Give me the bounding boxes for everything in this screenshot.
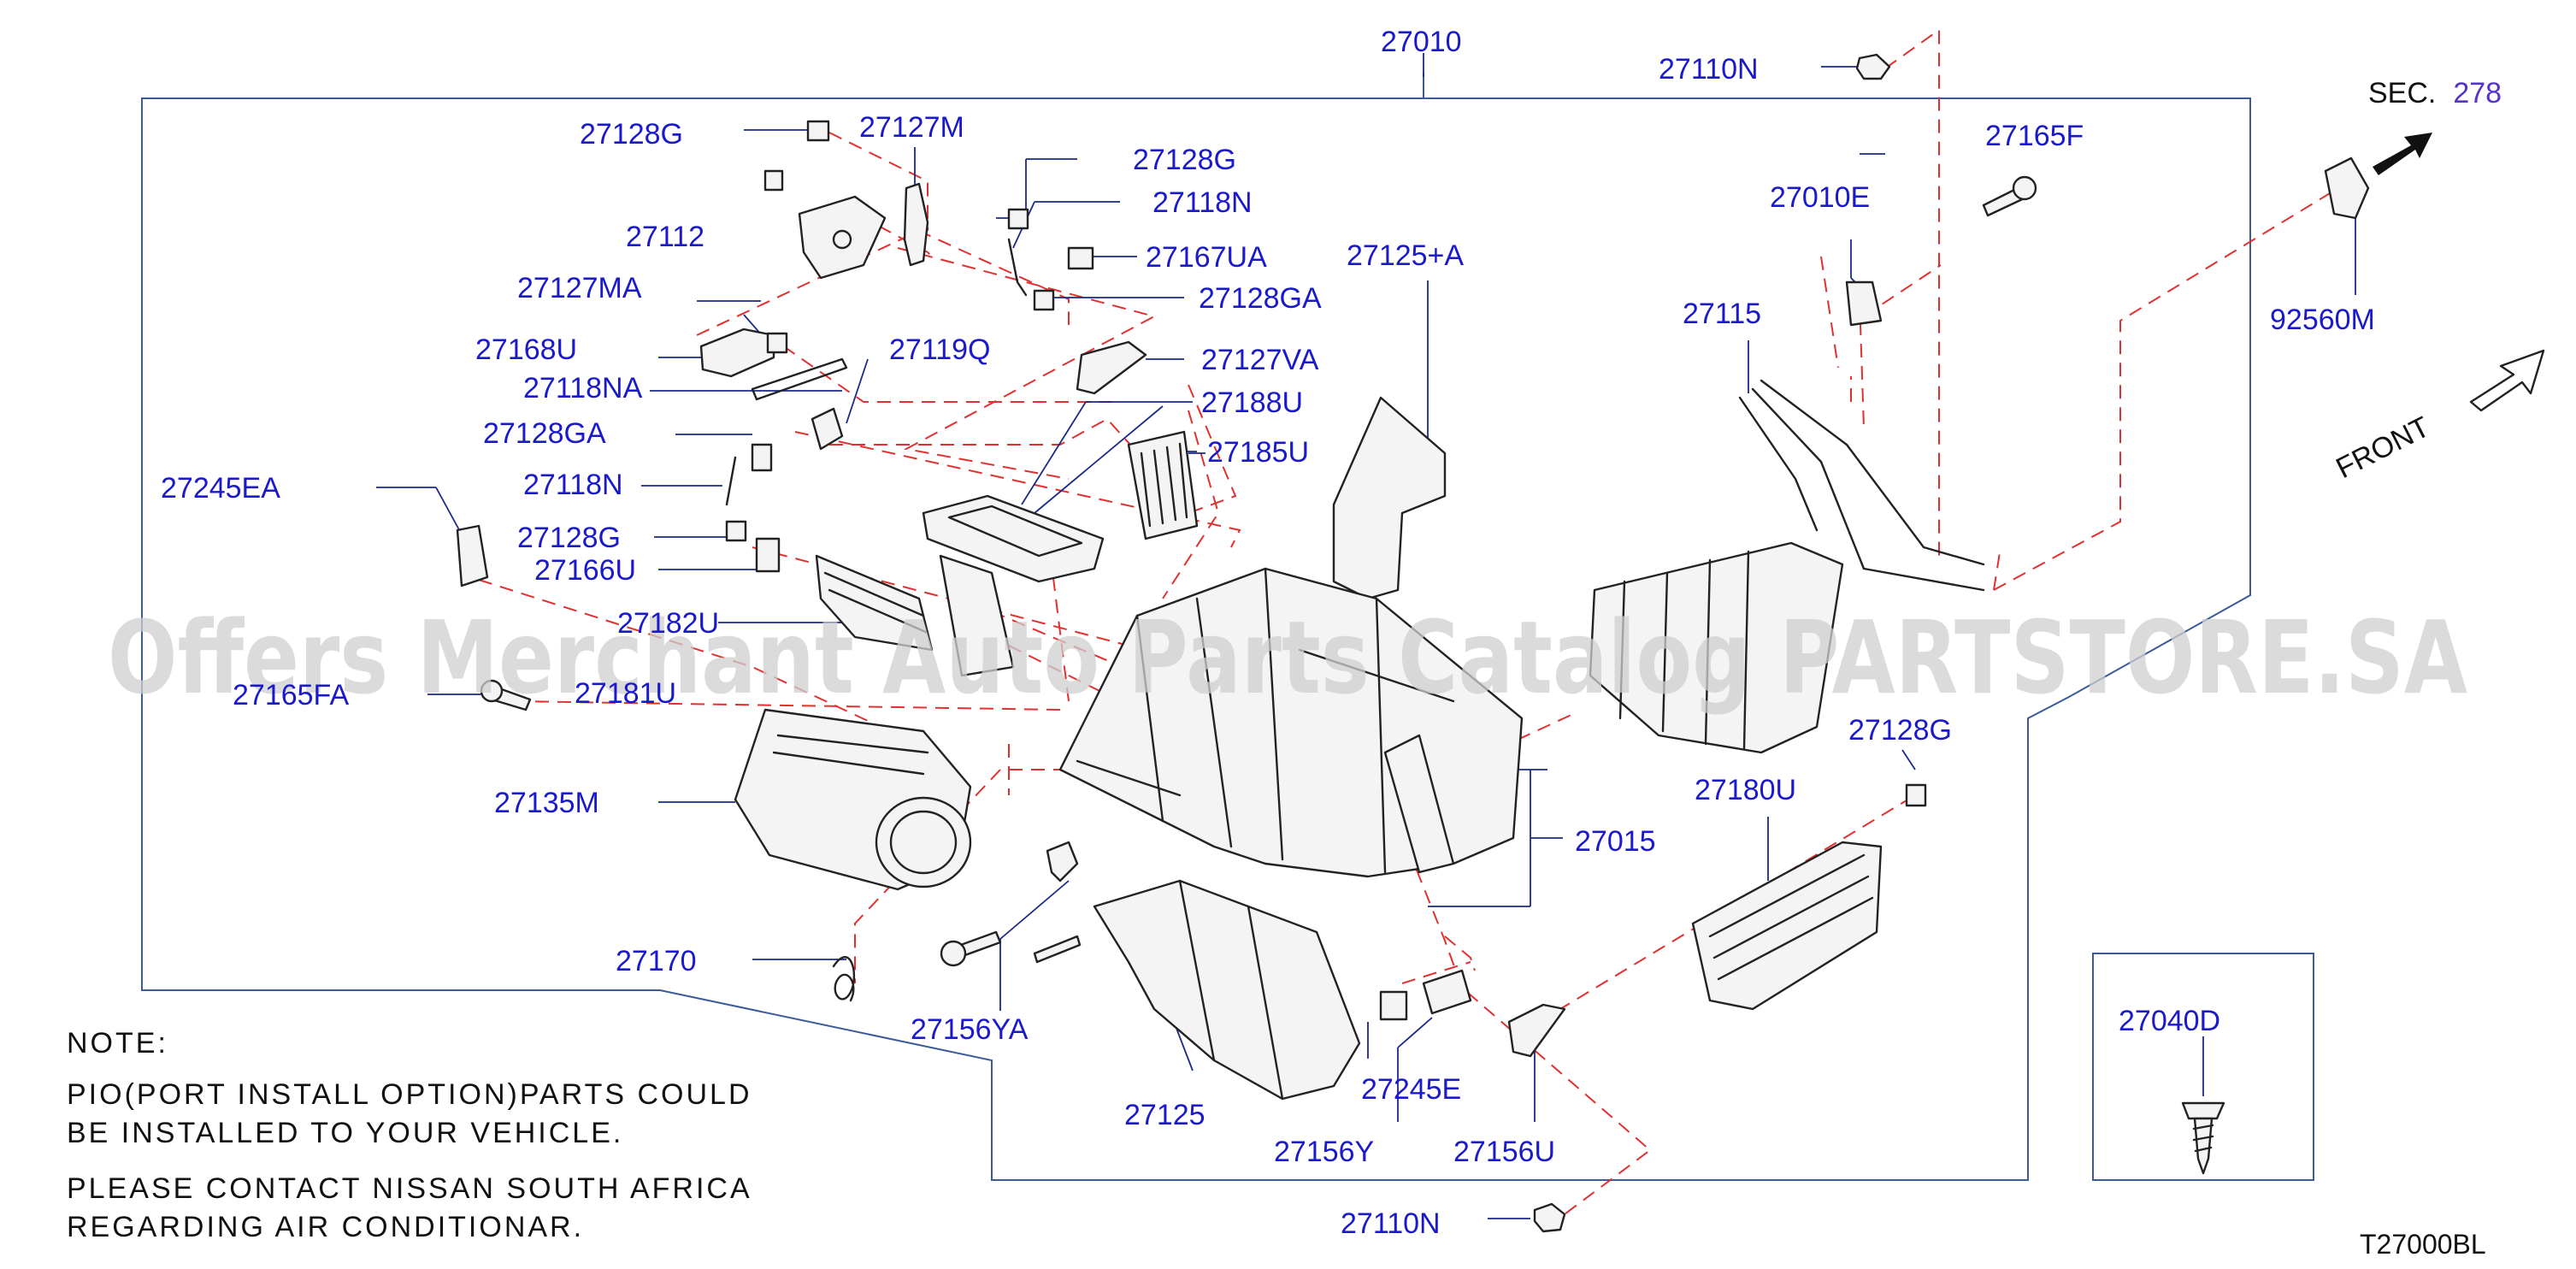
label-27188u[interactable]: 27188U	[1201, 387, 1303, 419]
screw-icon-27156ya	[940, 930, 1002, 967]
label-27245e[interactable]: 27245E	[1361, 1073, 1461, 1106]
label-27128g-d[interactable]: 27128G	[1848, 714, 1952, 747]
label-27182u[interactable]: 27182U	[617, 607, 719, 640]
diagram-code: T27000BL	[2360, 1229, 2486, 1260]
clip-icon-27127ma	[766, 332, 788, 354]
label-27127m[interactable]: 27127M	[859, 111, 964, 144]
label-27118n-b[interactable]: 27118N	[523, 469, 623, 501]
label-27180u[interactable]: 27180U	[1695, 774, 1796, 806]
label-27127va[interactable]: 27127VA	[1201, 344, 1319, 376]
note-line-1: PIO(PORT INSTALL OPTION)PARTS COULD	[67, 1078, 752, 1111]
label-27015[interactable]: 27015	[1575, 825, 1656, 858]
label-27040d[interactable]: 27040D	[2119, 1005, 2220, 1037]
rod-icon-27118na	[751, 357, 848, 401]
label-27165f[interactable]: 27165F	[1985, 120, 2084, 152]
label-27118na[interactable]: 27118NA	[523, 372, 643, 404]
note-line-2: BE INSTALLED TO YOUR VEHICLE.	[67, 1117, 624, 1149]
clip-icon-27167ua	[1067, 246, 1094, 270]
heater-core-icon-27180u	[1691, 841, 1883, 1011]
label-27128g-b[interactable]: 27128G	[1133, 144, 1236, 176]
clip-icon-27119q	[811, 407, 844, 451]
watermark: Offers Merchant Auto Parts Catalog PARTS…	[108, 599, 2467, 717]
rod-icon-27118n-b	[725, 456, 737, 506]
label-27010e[interactable]: 27010E	[1770, 181, 1870, 214]
spring-icon-27170	[832, 956, 856, 1002]
screw-icon-27165fa	[480, 679, 532, 711]
label-27128ga-a[interactable]: 27128GA	[1199, 282, 1322, 315]
bracket-icon-27010e	[1845, 280, 1883, 327]
nut-icon-top	[1855, 53, 1891, 80]
motor-icon-27168u	[699, 328, 775, 378]
assembly-frame	[141, 97, 2251, 1181]
inset-frame	[2092, 953, 2314, 1181]
door-icon-27182u	[815, 554, 934, 652]
nut-icon-bottom	[1533, 1202, 1566, 1233]
label-27168u[interactable]: 27168U	[475, 333, 577, 366]
screw-icon-27040d	[2181, 1101, 2225, 1175]
parts	[456, 53, 2545, 1233]
label-27118n-a[interactable]: 27118N	[1152, 186, 1253, 219]
label-27128ga-b[interactable]: 27128GA	[483, 417, 606, 450]
label-27156u[interactable]: 27156U	[1453, 1136, 1555, 1168]
bracket-icon-27156u	[1507, 1003, 1566, 1058]
clip-icon-27128ga-b	[751, 443, 773, 472]
clip-icon-27128g-d	[1905, 783, 1927, 807]
lever-plate-icon-27112	[763, 169, 887, 280]
label-27110n-bottom[interactable]: 27110N	[1341, 1207, 1441, 1240]
clip-icon-27128ga-a	[1033, 289, 1055, 311]
label-27156y[interactable]: 27156Y	[1274, 1136, 1374, 1168]
bracket-icon-27245ea	[456, 524, 489, 587]
screw-icon-27156ya-b	[1033, 935, 1082, 964]
front-arrow-icon	[2469, 349, 2545, 412]
clip-icon-27128g-b	[1007, 208, 1029, 230]
note-line-4: REGARDING AIR CONDITIONAR.	[67, 1211, 585, 1243]
label-27185u[interactable]: 27185U	[1207, 436, 1309, 469]
front-label[interactable]: FRONT	[2331, 410, 2435, 485]
grommet-icon-92560m	[2324, 156, 2370, 220]
label-27166u[interactable]: 27166U	[534, 554, 636, 587]
bracket-icon-27127m	[903, 182, 929, 267]
label-27119q[interactable]: 27119Q	[889, 333, 990, 366]
label-27181u[interactable]: 27181U	[575, 677, 676, 710]
sec-arrow-icon	[2373, 133, 2432, 175]
label-27125[interactable]: 27125	[1124, 1099, 1205, 1131]
label-27010[interactable]: 27010	[1381, 26, 1462, 58]
label-27170[interactable]: 27170	[616, 945, 697, 977]
label-27128g-a[interactable]: 27128G	[580, 118, 683, 151]
clip-icon-27128g-a	[806, 120, 830, 142]
label-27156ya[interactable]: 27156YA	[911, 1013, 1029, 1046]
label-27165fa[interactable]: 27165FA	[233, 679, 349, 711]
blower-icon-27135m	[734, 708, 972, 891]
screw-icon-27165f	[1982, 175, 2037, 217]
clip-icon-27015-a	[1046, 841, 1079, 882]
label-27112[interactable]: 27112	[626, 221, 704, 253]
label-27125a[interactable]: 27125+A	[1347, 239, 1464, 272]
evaporator-icon-27115	[1589, 379, 1985, 754]
filter-icon-27185u	[1127, 430, 1199, 540]
clip-icon-27128g-c	[725, 520, 747, 542]
part-labels: 27010 27110N SEC.278 27128G 27127M 27128…	[161, 26, 2502, 1240]
bracket-icon-27125a	[1332, 396, 1447, 600]
label-92560m[interactable]: 92560M	[2270, 304, 2375, 336]
label-27127ma[interactable]: 27127MA	[517, 272, 642, 304]
case-icon-27125	[1093, 879, 1361, 1101]
rod-icon-27118n-a	[1007, 238, 1028, 297]
bracket-icon-27245e	[1422, 969, 1472, 1015]
note-title: NOTE:	[67, 1027, 168, 1059]
label-27128g-c[interactable]: 27128G	[517, 522, 621, 554]
door-icon-27188u	[922, 494, 1105, 583]
label-27110n-top[interactable]: 27110N	[1659, 53, 1759, 86]
label-27245ea[interactable]: 27245EA	[161, 472, 280, 505]
label-27167ua[interactable]: 27167UA	[1146, 241, 1267, 274]
label-27135m[interactable]: 27135M	[494, 787, 599, 819]
door-icon-27181u	[939, 554, 1015, 677]
lever-icon-27127va	[1076, 340, 1147, 395]
sec-reference[interactable]: SEC.278	[2368, 77, 2502, 109]
case-icon-27015	[1058, 567, 1524, 878]
note-line-3: PLEASE CONTACT NISSAN SOUTH AFRICA	[67, 1172, 752, 1205]
label-27115[interactable]: 27115	[1683, 298, 1761, 330]
clip-icon-27156y	[1379, 990, 1408, 1021]
clip-icon-27166u	[755, 537, 781, 573]
